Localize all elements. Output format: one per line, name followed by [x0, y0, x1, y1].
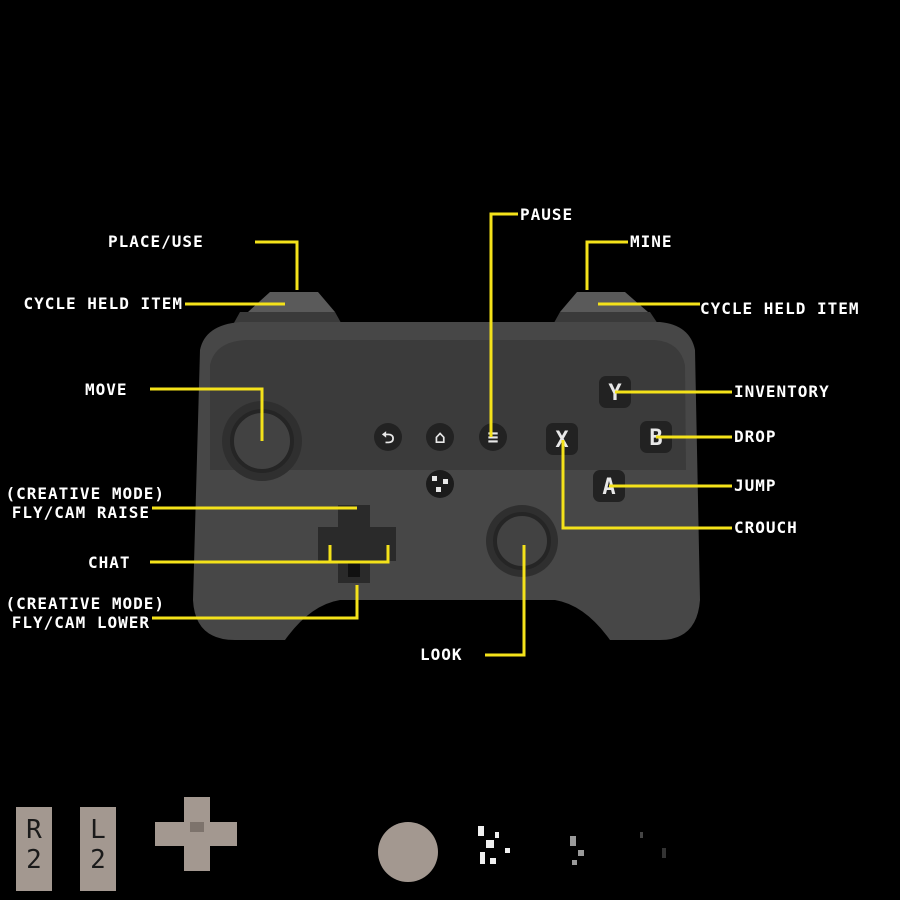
label-creative-lower-1: (CREATIVE MODE): [6, 594, 166, 613]
menu-button[interactable]: [479, 423, 507, 451]
label-creative-lower-2: FLY/CAM LOWER: [12, 613, 150, 632]
label-look: LOOK: [420, 645, 463, 664]
dpad-down-mark: [348, 563, 360, 577]
line-move: [150, 387, 264, 441]
label-chat: CHAT: [88, 553, 131, 572]
label-creative-raise-2: FLY/CAM RAISE: [12, 503, 150, 522]
right-bumper[interactable]: [560, 292, 648, 312]
stick-sprite: [378, 822, 438, 882]
l2-letter-2: 2: [90, 845, 106, 875]
line-crouch: [561, 440, 732, 530]
x-button[interactable]: [546, 423, 578, 455]
menu-glyph: ≡: [488, 427, 499, 448]
labels: PLACE/USE CYCLE HELD ITEM MOVE (CREATIVE…: [6, 205, 860, 664]
line-mine: [585, 240, 628, 290]
l2-letter-l: L: [90, 815, 106, 845]
gamepad: ⮌ ⌂ ≡ Y B A X: [193, 292, 700, 640]
back-button[interactable]: [374, 423, 402, 451]
line-look: [485, 545, 526, 657]
left-bumper[interactable]: [248, 292, 335, 312]
line-place-use: [255, 240, 299, 290]
dpad-sprite: [155, 797, 237, 871]
back-glyph: ⮌: [382, 428, 395, 447]
label-place-use: PLACE/USE: [108, 232, 204, 251]
r2-letter-r: R: [26, 815, 42, 845]
label-inventory: INVENTORY: [734, 382, 830, 401]
faint-sprite: [570, 832, 666, 865]
dpad[interactable]: [318, 505, 396, 583]
l2-sprite: [80, 807, 116, 891]
label-drop: DROP: [734, 427, 777, 446]
label-cycle-left: CYCLE HELD ITEM: [24, 294, 184, 313]
label-mine: MINE: [630, 232, 673, 251]
label-move: MOVE: [85, 380, 128, 399]
right-stick[interactable]: [493, 512, 551, 570]
leader-lines: [150, 212, 732, 657]
sparkle-sprite: [478, 826, 510, 864]
home-button[interactable]: [426, 423, 454, 451]
button-legend: R 2 L 2: [16, 797, 666, 891]
line-creative-lower: [152, 585, 359, 620]
label-cycle-right: CYCLE HELD ITEM: [700, 299, 860, 318]
label-creative-raise-1: (CREATIVE MODE): [6, 484, 166, 503]
r2-sprite: [16, 807, 52, 891]
label-pause: PAUSE: [520, 205, 573, 224]
label-jump: JUMP: [734, 476, 777, 495]
line-chat-right: [330, 545, 390, 564]
label-crouch: CROUCH: [734, 518, 798, 537]
r2-letter-2: 2: [26, 845, 42, 875]
share-icon: [426, 470, 454, 498]
line-pause: [489, 212, 518, 437]
home-glyph: ⌂: [435, 427, 446, 448]
